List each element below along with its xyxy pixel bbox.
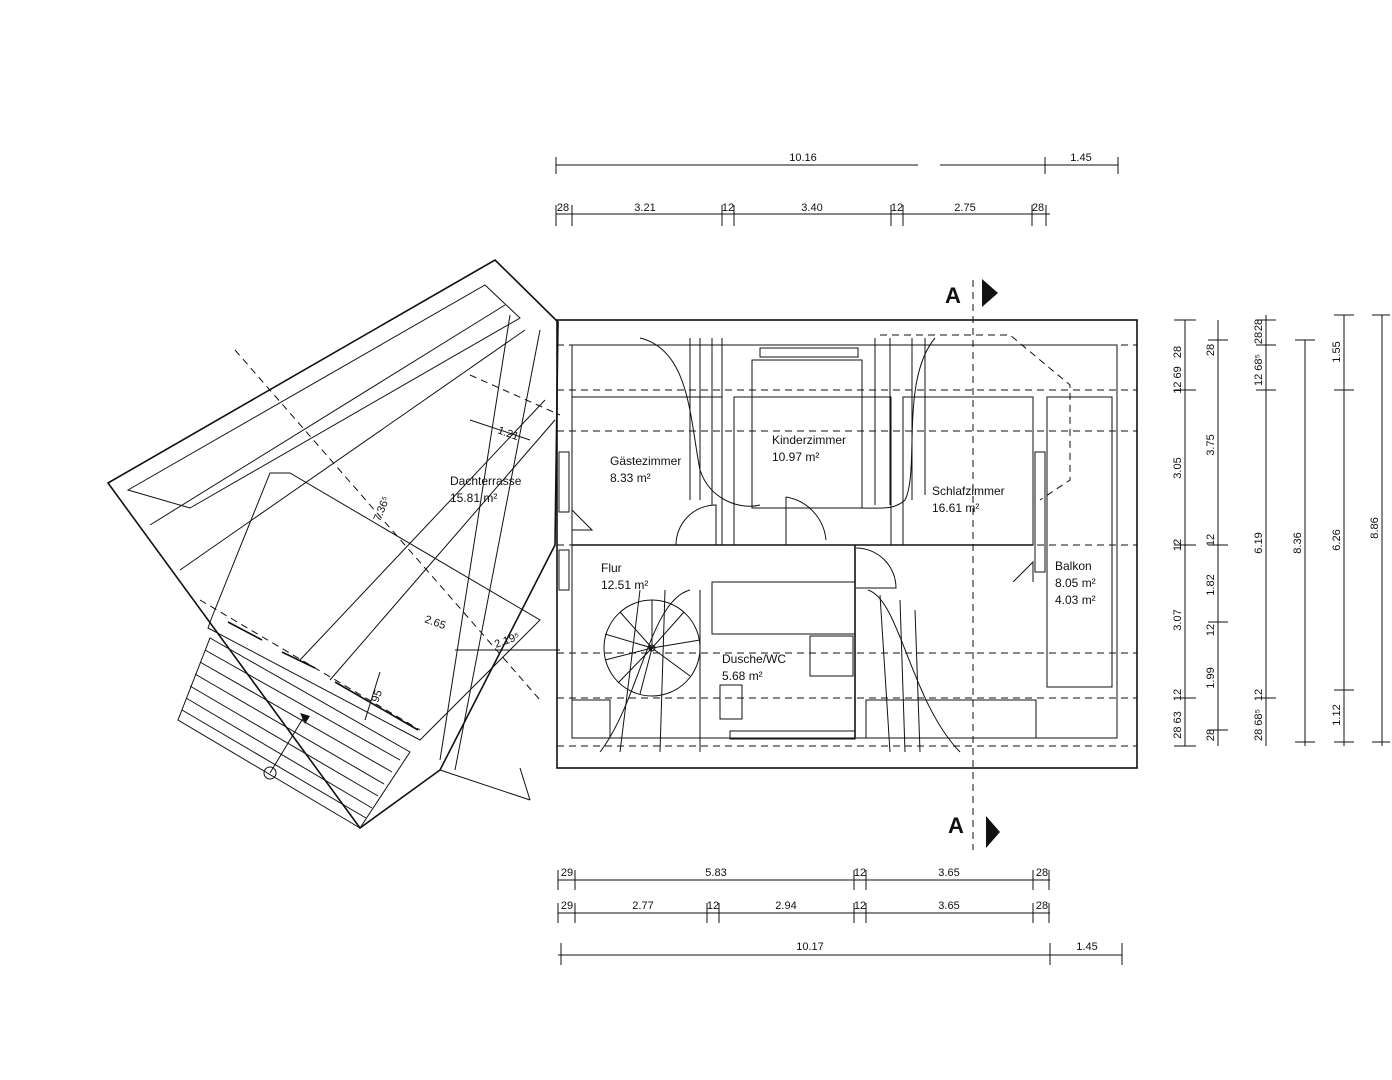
section-marker-top: A [945,279,998,850]
dim-top-2-4: 12 [891,202,903,214]
room-name-kinderzimmer: Kinderzimmer [772,433,846,447]
room-area-balkon-1: 8.05 m² [1055,576,1096,590]
dim-top-2-5: 2.75 [954,202,975,214]
dim-right-1-1: 12 69 [1172,366,1184,394]
dim-right-2-4: 12 [1205,624,1217,636]
dim-bottom-2-4: 12 [854,900,866,912]
dim-terrace-2-65: 2.65 [423,614,447,633]
dim-top-2-3: 3.40 [801,202,822,214]
top-dimension-chains: 10.16 1.45 28 3.21 12 3.40 12 2.75 28 [555,152,1119,226]
dim-right-1-5: 12 [1172,689,1184,701]
spiral-staircase [603,599,701,697]
dim-right-1-6: 28 63 [1172,711,1184,739]
dim-right-2-1: 3.75 [1205,434,1217,455]
dim-bottom-1-1: 5.83 [705,867,726,879]
terrace-dimensions: 1.21 7.36⁵ 2.65 2.19⁵ 95 [364,419,560,721]
dim-terrace-2-19: 2.19⁵ [493,631,522,651]
dim-right-2-6: 28 [1205,729,1217,741]
dim-bottom-2-6: 28 [1036,900,1048,912]
dim-bottom-1-2: 12 [854,867,866,879]
room-area-dusche: 5.68 m² [722,669,763,683]
room-area-kinderzimmer: 10.97 m² [772,450,819,464]
interior-walls [558,347,1113,740]
room-area-dachterrasse: 15.81 m² [450,491,497,505]
doors [571,496,1034,589]
room-name-gaestezimmer: Gästezimmer [610,454,681,468]
dim-bottom-1-3: 3.65 [938,867,959,879]
dim-terrace-7-36: 7.36⁵ [372,495,393,524]
dim-bottom-2-0: 29 [561,900,573,912]
dim-top-balcony: 1.45 [1070,152,1091,164]
dim-bottom-balcony: 1.45 [1076,941,1097,953]
room-name-balkon: Balkon [1055,559,1092,573]
dim-terrace-1-21: 1.21 [496,425,520,444]
dim-top-2-0: 28 [557,202,569,214]
room-name-schlafzimmer: Schlafzimmer [932,484,1005,498]
dim-right-2-5: 1.99 [1205,667,1217,688]
dim-right-3-0: 12 68⁵ [1253,354,1265,386]
svg-text:A: A [945,283,961,308]
dim-right-1-0: 28 [1172,346,1184,358]
dim-terrace-95: 95 [370,688,385,704]
dim-right-1-2: 3.05 [1172,457,1184,478]
section-marker-bottom: A [948,813,1000,848]
dim-right-4-0: 8.36 [1292,532,1304,553]
dim-right-3-4: 12 [1253,689,1265,701]
dim-bottom-1-4: 28 [1036,867,1048,879]
right-dimension-chains: 28 12 69 3.05 12 3.07 12 28 63 28 3.75 1… [1172,314,1390,747]
dim-right-2-3: 1.82 [1205,574,1217,595]
dim-bottom-2-5: 3.65 [938,900,959,912]
dim-top-total: 10.16 [789,152,817,164]
dim-bottom-1-0: 29 [561,867,573,879]
dim-right-3-2: 28 [1253,319,1265,331]
bottom-dimension-chains: 29 5.83 12 3.65 28 29 2.77 12 2.94 12 3.… [557,867,1123,965]
room-area-flur: 12.51 m² [601,578,648,592]
dim-right-1-3: 12 [1172,539,1184,551]
dim-right-2-0: 28 [1205,344,1217,356]
svg-text:A: A [948,813,964,838]
room-labels: Dachterrasse 15.81 m² Gästezimmer 8.33 m… [450,433,1096,683]
dim-bottom-2-2: 12 [707,900,719,912]
dim-top-2-2: 12 [722,202,734,214]
dim-right-3-3: 6.19 [1253,532,1265,553]
room-name-flur: Flur [601,561,622,575]
roof-terrace-wing [106,259,561,830]
roof-slope-curves [599,334,1071,753]
dim-right-5-0: 1.55 [1331,341,1343,362]
room-name-dusche: Dusche/WC [722,652,786,666]
dim-right-6-0: 8.86 [1369,517,1381,538]
room-name-dachterrasse: Dachterrasse [450,474,522,488]
dim-right-5-2: 1.12 [1331,704,1343,725]
dim-right-5-1: 6.26 [1331,529,1343,550]
building-outline [556,319,1138,769]
dim-right-2-2: 12 [1205,534,1217,546]
dim-top-2-6: 28 [1032,202,1044,214]
room-area-balkon-2: 4.03 m² [1055,593,1096,607]
dim-right-3-1: 28 [1253,332,1265,344]
dim-bottom-total: 10.17 [796,941,824,953]
room-area-gaestezimmer: 8.33 m² [610,471,651,485]
dim-top-2-1: 3.21 [634,202,655,214]
dim-right-1-4: 3.07 [1172,609,1184,630]
dim-bottom-2-3: 2.94 [775,900,796,912]
dim-right-3-5: 28 68⁵ [1253,709,1265,741]
room-area-schlafzimmer: 16.61 m² [932,501,979,515]
dim-bottom-2-1: 2.77 [632,900,653,912]
